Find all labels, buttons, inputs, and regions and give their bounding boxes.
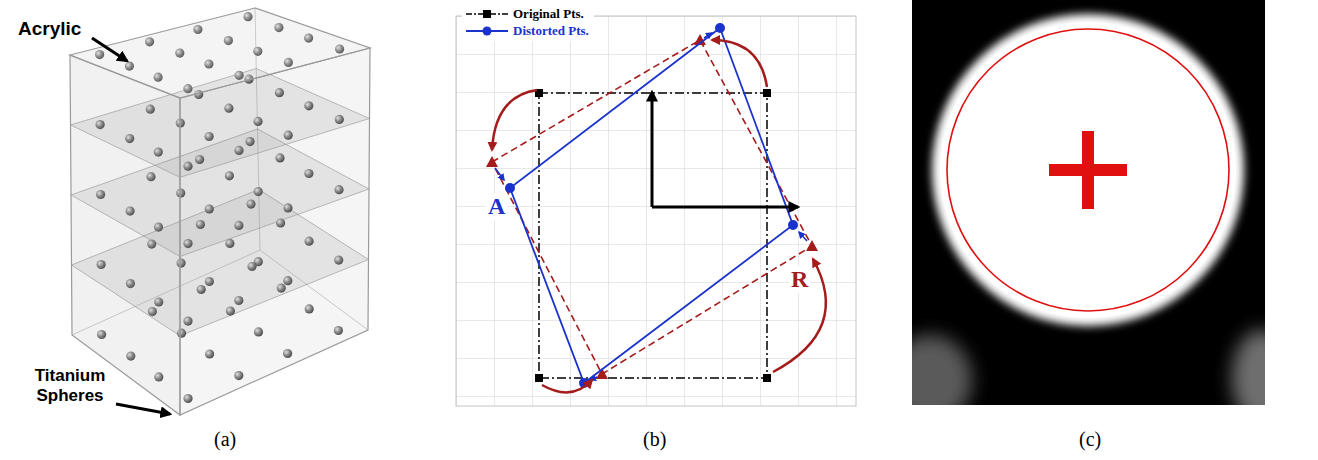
legend-marker bbox=[483, 10, 491, 18]
sphere-image bbox=[912, 0, 1265, 405]
cube-face bbox=[70, 55, 180, 415]
original-square bbox=[539, 93, 767, 378]
legend-sample bbox=[465, 8, 509, 20]
pointer-arrow bbox=[92, 38, 127, 61]
part-label: Acrylic bbox=[18, 18, 81, 40]
rotation-arrows bbox=[492, 40, 826, 392]
cube-face bbox=[70, 8, 370, 98]
legend-sample bbox=[465, 25, 509, 37]
legend-row: Original Pts. bbox=[465, 5, 589, 22]
panel-caption: (a) bbox=[214, 428, 236, 451]
legend-marker bbox=[483, 26, 492, 35]
cube-face bbox=[180, 48, 370, 415]
pointer-arrow bbox=[116, 404, 170, 414]
part-label: Titanium Spheres bbox=[20, 366, 120, 406]
phantom-cube bbox=[70, 8, 370, 415]
transform-label: R bbox=[789, 266, 810, 293]
transform-label: A bbox=[486, 193, 507, 220]
legend-box: Original Pts.Distorted Pts. bbox=[462, 3, 594, 41]
grid-background bbox=[456, 16, 856, 406]
panel-caption: (c) bbox=[1079, 428, 1101, 451]
legend-text: Distorted Pts. bbox=[513, 23, 589, 39]
rotated-points bbox=[486, 34, 818, 379]
original-points bbox=[535, 89, 771, 382]
panel-caption: (b) bbox=[643, 428, 666, 451]
rotated-square bbox=[492, 40, 812, 374]
translation-arrows bbox=[495, 33, 807, 380]
axis-arrows bbox=[652, 92, 798, 207]
legend-row: Distorted Pts. bbox=[465, 22, 589, 39]
legend-text: Original Pts. bbox=[513, 6, 584, 22]
distorted-points bbox=[505, 23, 798, 388]
